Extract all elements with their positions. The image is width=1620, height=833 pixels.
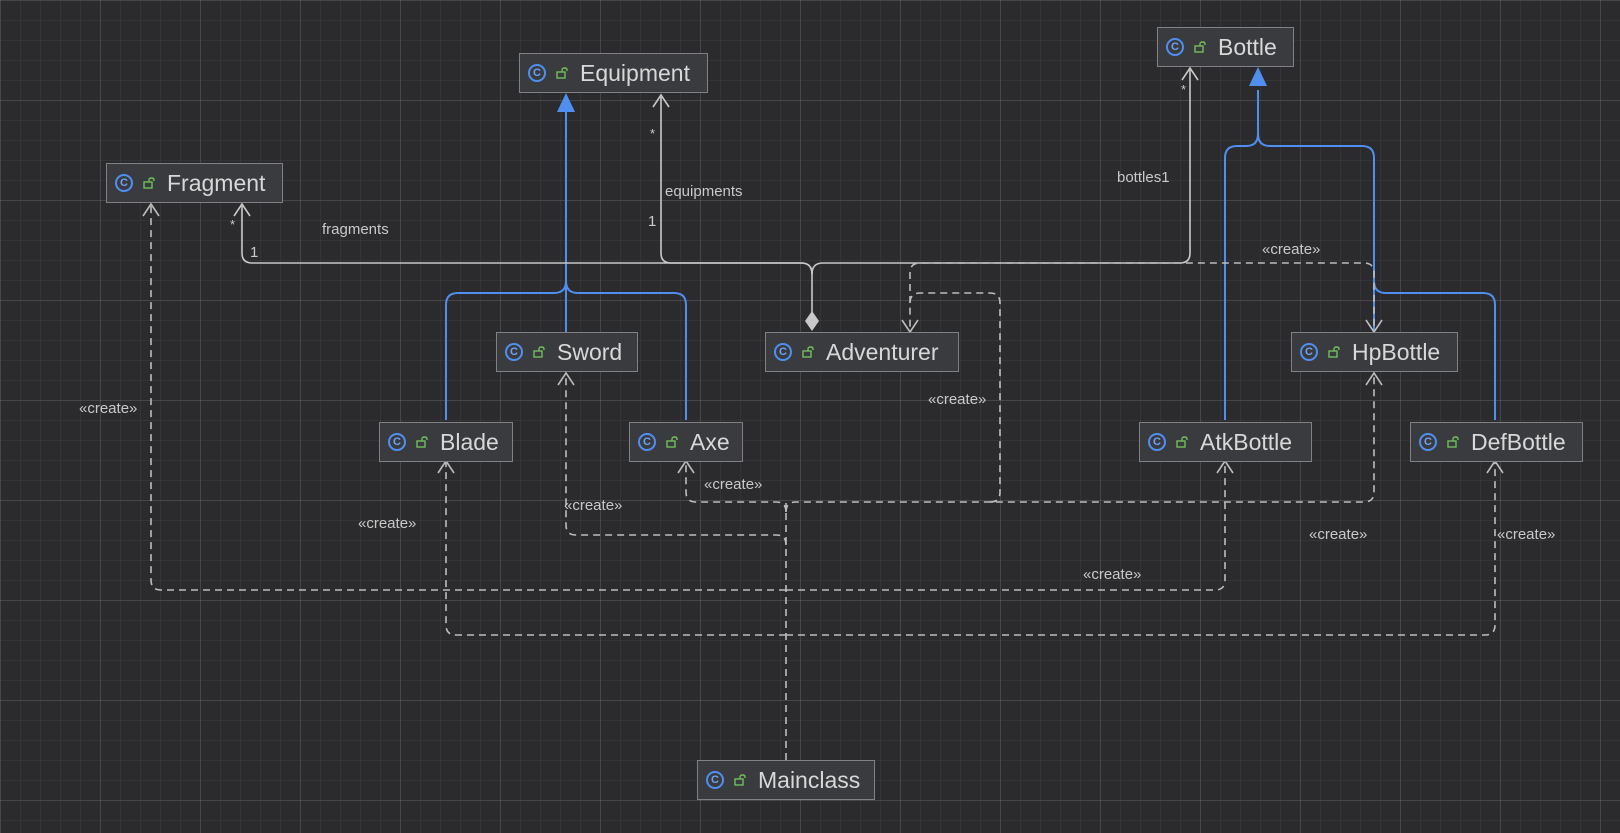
public-lock-icon xyxy=(802,346,814,358)
public-lock-icon xyxy=(666,436,678,448)
equipments-multiplicity-one: 1 xyxy=(648,213,657,230)
class-node-atkbottle[interactable]: C AtkBottle xyxy=(1139,422,1312,462)
class-node-hpbottle[interactable]: C HpBottle xyxy=(1291,332,1458,372)
bottles-role-label: bottles1 xyxy=(1117,169,1170,186)
create-label-hpbottle: «create» xyxy=(1309,526,1368,543)
edge-defbottle-bottle[interactable] xyxy=(1373,280,1496,420)
edge-adventurer-hpbottle[interactable] xyxy=(909,262,1375,332)
class-node-adventurer[interactable]: C Adventurer xyxy=(765,332,959,372)
class-name: Sword xyxy=(557,338,623,365)
fragments-multiplicity-star: * xyxy=(230,217,236,232)
class-name: Equipment xyxy=(580,59,690,86)
create-label-sword: «create» xyxy=(564,497,623,514)
create-label-blade: «create» xyxy=(358,515,417,532)
class-name: Mainclass xyxy=(758,766,861,793)
create-label-adventurer: «create» xyxy=(928,391,987,408)
create-label-fragment: «create» xyxy=(79,400,138,417)
class-c-icon: C xyxy=(505,343,523,361)
bottles-arrowhead xyxy=(1181,66,1199,81)
class-name: Fragment xyxy=(167,169,266,196)
edge-axe-equipment[interactable] xyxy=(565,280,687,420)
class-node-equipment[interactable]: C Equipment xyxy=(519,53,708,93)
hpbottle-dep-arrowhead xyxy=(1365,371,1383,386)
public-lock-icon xyxy=(734,774,746,786)
edge-blade-equipment[interactable] xyxy=(445,280,567,420)
public-lock-icon xyxy=(556,67,568,79)
public-lock-icon xyxy=(1194,41,1206,53)
fragments-role-label: fragments xyxy=(322,221,389,238)
edge-adventurer-equipments-branch[interactable] xyxy=(660,97,813,275)
class-name: Blade xyxy=(440,428,499,455)
public-lock-icon xyxy=(143,177,155,189)
edge-mainclass-blade[interactable] xyxy=(445,463,786,636)
public-lock-icon xyxy=(533,346,545,358)
fragments-multiplicity-one: 1 xyxy=(250,244,259,261)
class-c-icon: C xyxy=(528,64,546,82)
bottles-multiplicity-star: * xyxy=(1181,82,1187,97)
create-label-axe: «create» xyxy=(704,476,763,493)
public-lock-icon xyxy=(1447,436,1459,448)
equipment-inheritance-arrowhead xyxy=(557,93,575,112)
edge-atkbottle-bottle[interactable] xyxy=(1224,90,1259,420)
class-c-icon: C xyxy=(1166,38,1184,56)
class-c-icon: C xyxy=(706,771,724,789)
class-node-mainclass[interactable]: C Mainclass xyxy=(697,760,875,800)
class-node-defbottle[interactable]: C DefBottle xyxy=(1410,422,1583,462)
edge-mainclass-adventurer[interactable] xyxy=(909,292,1001,503)
create-label-defbottle: «create» xyxy=(1497,526,1556,543)
edge-mainclass-hpbottle[interactable] xyxy=(785,375,1375,513)
class-c-icon: C xyxy=(638,433,656,451)
edge-mainclass-defbottle[interactable] xyxy=(786,463,1496,636)
public-lock-icon xyxy=(1176,436,1188,448)
edge-mainclass-sword[interactable] xyxy=(565,375,787,546)
class-c-icon: C xyxy=(115,174,133,192)
equipments-arrowhead xyxy=(652,93,670,108)
class-node-bottle[interactable]: C Bottle xyxy=(1157,27,1294,67)
class-c-icon: C xyxy=(1300,343,1318,361)
class-name: Axe xyxy=(690,428,730,455)
inheritance-edges xyxy=(445,90,1496,420)
class-node-sword[interactable]: C Sword xyxy=(496,332,638,372)
class-node-axe[interactable]: C Axe xyxy=(629,422,743,462)
class-c-icon: C xyxy=(388,433,406,451)
class-node-blade[interactable]: C Blade xyxy=(379,422,513,462)
create-dependency-edges xyxy=(150,206,1496,760)
class-name: AtkBottle xyxy=(1200,428,1293,455)
class-name: Bottle xyxy=(1218,33,1277,60)
sword-dep-arrowhead xyxy=(557,371,575,386)
fragment-dep-arrowhead xyxy=(142,202,160,217)
inheritance-arrowheads xyxy=(557,67,1267,112)
fragments-arrowhead xyxy=(233,202,251,217)
class-c-icon: C xyxy=(1148,433,1166,451)
edge-mainclass-axe[interactable] xyxy=(685,463,787,513)
class-name: HpBottle xyxy=(1352,338,1441,365)
class-c-icon: C xyxy=(1419,433,1437,451)
public-lock-icon xyxy=(416,436,428,448)
composition-diamond xyxy=(805,311,819,331)
class-name: DefBottle xyxy=(1471,428,1566,455)
class-node-fragment[interactable]: C Fragment xyxy=(106,163,283,203)
class-name: Adventurer xyxy=(826,338,939,365)
equipments-role-label: equipments xyxy=(665,183,743,200)
class-c-icon: C xyxy=(774,343,792,361)
equipments-multiplicity-star: * xyxy=(650,126,656,141)
create-label-atkbottle: «create» xyxy=(1083,566,1142,583)
public-lock-icon xyxy=(1328,346,1340,358)
edge-mainclass-fragment[interactable] xyxy=(150,206,786,591)
association-edges xyxy=(233,66,1199,318)
edge-mainclass-atkbottle[interactable] xyxy=(786,463,1226,591)
create-label-adventurer-hpbottle: «create» xyxy=(1262,241,1321,258)
edge-hpbottle-bottle[interactable] xyxy=(1257,133,1375,332)
bottle-inheritance-arrowhead xyxy=(1249,67,1267,86)
